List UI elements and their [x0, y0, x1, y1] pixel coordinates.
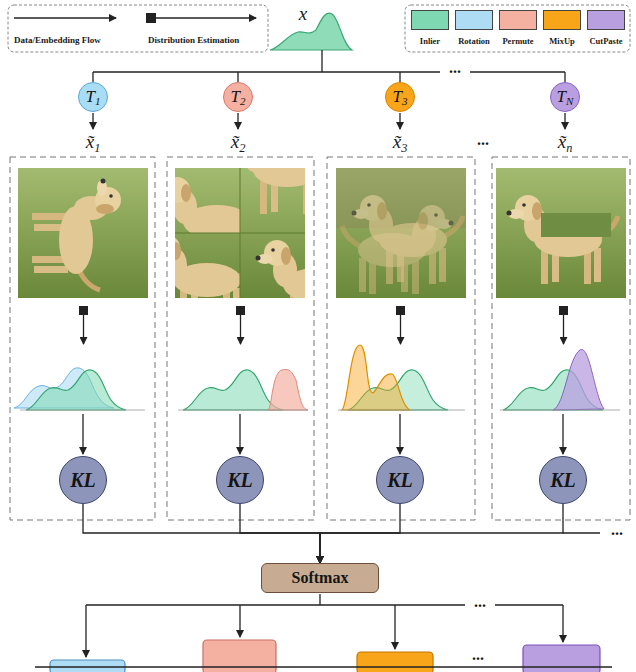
circle-label: KL: [387, 469, 413, 492]
circle-label: T1: [86, 87, 101, 107]
symbol-base: x̃: [558, 131, 566, 152]
legend-swatch: [587, 10, 625, 30]
variable-label: x: [299, 3, 307, 25]
legend-swatch: [455, 10, 493, 30]
subscript: 2: [239, 140, 245, 154]
sample-label: x̃1: [86, 131, 101, 156]
subscript: N: [566, 95, 573, 107]
transform-circle: T2: [223, 82, 253, 112]
kl-circle: KL: [376, 456, 424, 504]
symbol-base: T: [231, 87, 240, 106]
legend-swatch: [411, 10, 449, 30]
symbol-base: T: [557, 87, 566, 106]
legend-label: Data/Embedding Flow: [14, 35, 101, 45]
ellipsis: ...: [447, 59, 463, 77]
symbol-base: x̃: [86, 131, 94, 152]
transform-circle: TN: [550, 82, 580, 112]
legend-label: CutPaste: [589, 36, 622, 46]
circle-label: TN: [557, 87, 574, 107]
merge-connector: [320, 504, 563, 563]
legend-swatch: [499, 10, 537, 30]
transform-circle: T3: [385, 82, 415, 112]
transform-circle: T1: [78, 82, 108, 112]
ellipsis: ...: [470, 646, 486, 664]
circle-label: KL: [550, 469, 576, 492]
sample-label: x̃2: [231, 131, 246, 156]
merge-connector: [83, 504, 320, 563]
softmax-box: Softmax: [261, 563, 379, 593]
ellipsis: ...: [475, 131, 491, 149]
merge-connector: [240, 504, 320, 563]
legend-label: Inlier: [420, 36, 440, 46]
ellipsis: ...: [609, 521, 625, 539]
circle-label: KL: [227, 469, 253, 492]
symbol-base: T: [393, 87, 402, 106]
kl-circle: KL: [539, 456, 587, 504]
subscript: 3: [401, 140, 407, 154]
kl-circle: KL: [59, 456, 107, 504]
sample-label: x̃n: [558, 131, 573, 156]
sample-label: x̃3: [393, 131, 408, 156]
legend-label: MixUp: [549, 36, 575, 46]
kl-circle: KL: [216, 456, 264, 504]
subscript: n: [566, 140, 572, 154]
legend-label: Permute: [502, 36, 533, 46]
legend-swatch: [543, 10, 581, 30]
subscript: 3: [402, 95, 408, 107]
circle-label: KL: [70, 469, 96, 492]
symbol-base: x̃: [231, 131, 239, 152]
subscript: 2: [240, 95, 246, 107]
circle-label: T3: [393, 87, 408, 107]
legend-label: Rotation: [458, 36, 490, 46]
symbol-base: x̃: [393, 131, 401, 152]
symbol-base: T: [86, 87, 95, 106]
ellipsis: ...: [472, 593, 488, 611]
subscript: 1: [94, 140, 100, 154]
subscript: 1: [95, 95, 101, 107]
circle-label: T2: [231, 87, 246, 107]
box-label: Softmax: [292, 569, 349, 587]
legend-label: Distribution Estimation: [148, 35, 239, 45]
